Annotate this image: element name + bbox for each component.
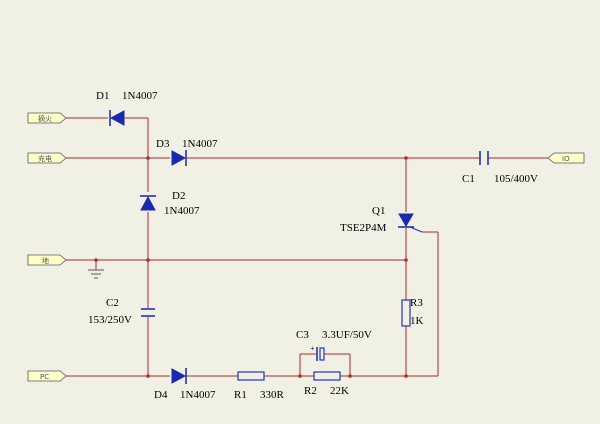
junction-dot xyxy=(404,258,408,262)
c3-plus: + xyxy=(310,344,315,353)
r2-ref: R2 xyxy=(304,385,317,397)
port-fire: 摘火 xyxy=(27,112,67,124)
diode-d1: D1 1N4007 xyxy=(96,90,158,126)
r1-value: 330R xyxy=(260,389,285,401)
junction-dot xyxy=(146,374,150,378)
capacitor-c3: + C3 3.3UF/50V xyxy=(296,329,372,361)
ground-symbol xyxy=(88,269,104,279)
q1-value: TSE2P4M xyxy=(340,222,387,234)
junction-dot xyxy=(298,374,302,378)
wires xyxy=(66,117,548,377)
junction-dot xyxy=(146,156,150,160)
port-fire-label: 摘火 xyxy=(38,114,52,123)
c2-value: 153/250V xyxy=(88,314,132,326)
d1-ref: D1 xyxy=(96,90,109,102)
port-ground-label: 地 xyxy=(42,256,49,265)
port-pc-label: PC xyxy=(40,373,49,381)
r3-value: 1K xyxy=(410,315,424,327)
diode-d3: D3 1N4007 xyxy=(156,138,218,166)
r1-ref: R1 xyxy=(234,389,247,401)
port-io-label: IO xyxy=(562,155,570,163)
port-io: IO xyxy=(547,152,585,164)
d4-value: 1N4007 xyxy=(180,389,216,401)
resistor-r1: R1 330R xyxy=(234,371,285,401)
port-charge-label: 充电 xyxy=(38,154,52,163)
r3-ref: R3 xyxy=(410,297,423,309)
port-ground: 地 xyxy=(27,254,67,266)
c3-ref: C3 xyxy=(296,329,309,341)
junction-dot xyxy=(94,258,98,262)
diode-d4: D4 1N4007 xyxy=(154,368,216,401)
capacitor-c2: C2 153/250V xyxy=(88,297,155,326)
c3-value: 3.3UF/50V xyxy=(322,329,372,341)
c2-ref: C2 xyxy=(106,297,119,309)
junction-dot xyxy=(348,374,352,378)
c1-ref: C1 xyxy=(462,173,475,185)
resistor-r2: R2 22K xyxy=(304,371,349,397)
d2-ref: D2 xyxy=(172,190,185,202)
junction-dot xyxy=(404,156,408,160)
junction-dot xyxy=(146,258,150,262)
diode-d2: D2 1N4007 xyxy=(140,190,200,217)
junction-dot xyxy=(404,374,408,378)
junctions xyxy=(94,156,408,378)
q1-ref: Q1 xyxy=(372,205,385,217)
resistor-r3: R3 1K xyxy=(401,297,424,327)
port-charge: 充电 xyxy=(27,152,67,164)
d3-value: 1N4007 xyxy=(182,138,218,150)
thyristor-q1: Q1 TSE2P4M xyxy=(340,205,423,234)
d4-ref: D4 xyxy=(154,389,168,401)
r2-value: 22K xyxy=(330,385,349,397)
d3-ref: D3 xyxy=(156,138,170,150)
port-pc: PC xyxy=(27,370,67,382)
c1-value: 105/400V xyxy=(494,173,538,185)
capacitor-c1: C1 105/400V xyxy=(462,151,538,185)
d1-value: 1N4007 xyxy=(122,90,158,102)
d2-value: 1N4007 xyxy=(164,205,200,217)
